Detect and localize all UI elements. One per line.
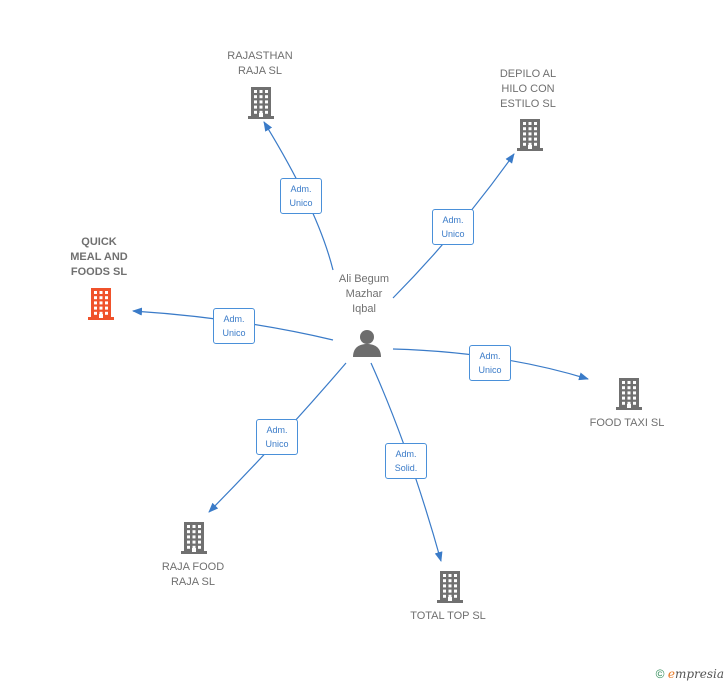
building-icon[interactable]: [614, 376, 644, 410]
relation-label: Adm. Unico: [280, 178, 322, 214]
company-name-rajafood[interactable]: RAJA FOOD RAJA SL: [161, 561, 225, 588]
relation-label: Adm. Unico: [432, 209, 474, 245]
company-name-foodtaxi[interactable]: FOOD TAXI SL: [589, 417, 665, 429]
building-icon[interactable]: [246, 85, 276, 119]
relation-label: Adm. Solid.: [385, 443, 427, 479]
person-icon[interactable]: [352, 328, 382, 358]
brand-footer: © empresia: [656, 667, 724, 681]
building-icon[interactable]: [515, 117, 545, 151]
brand-name: mpresia: [674, 667, 724, 681]
building-icon[interactable]: [179, 520, 209, 554]
building-icon[interactable]: [435, 569, 465, 603]
relation-label: Adm. Unico: [213, 308, 255, 344]
company-name-rajasthan[interactable]: RAJASTHAN RAJA SL: [227, 50, 293, 77]
brand-initial: e: [667, 667, 675, 681]
relation-label: Adm. Unico: [469, 345, 511, 381]
relation-label: Adm. Unico: [256, 419, 298, 455]
building-icon-highlighted[interactable]: [86, 286, 116, 320]
company-name-quick[interactable]: QUICK MEAL AND FOODS SL: [70, 236, 128, 278]
company-name-totaltop[interactable]: TOTAL TOP SL: [410, 610, 486, 622]
copyright-symbol: ©: [655, 667, 665, 681]
person-name[interactable]: Ali Begum Mazhar Iqbal: [338, 273, 390, 315]
company-name-depilo[interactable]: DEPILO AL HILO CON ESTILO SL: [499, 68, 557, 110]
